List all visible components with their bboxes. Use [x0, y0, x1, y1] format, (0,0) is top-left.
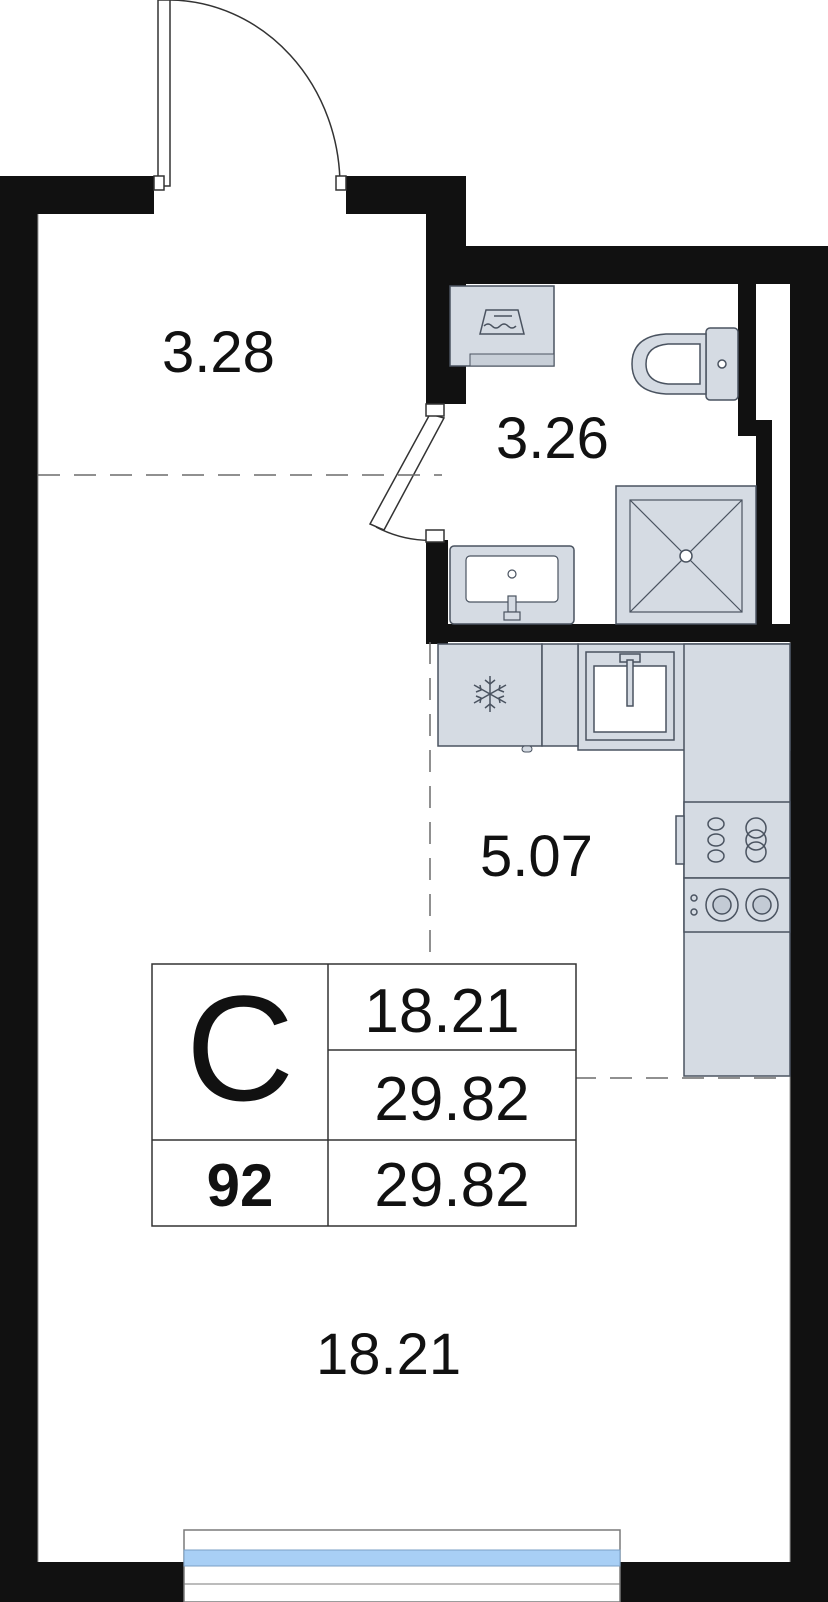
bathroom-door: [368, 403, 446, 543]
area-label-living: 18.21: [316, 1322, 461, 1387]
stove: [675, 801, 791, 933]
bathroom-door-leaf: [368, 413, 446, 531]
total-area-balcony-value: 29.82: [374, 1151, 529, 1220]
shower-drain-icon: [679, 549, 693, 563]
wall-bottom-left: [0, 1562, 188, 1602]
area-label-hallway: 3.28: [162, 320, 275, 385]
fridge: [437, 643, 579, 753]
wall-top-left: [0, 176, 154, 214]
snowflake-icon: [473, 676, 507, 712]
entry-door-jamb-right: [335, 175, 347, 191]
bathroom-sink: [449, 545, 575, 625]
living-area-value: 18.21: [364, 977, 519, 1046]
area-label-bathroom: 3.26: [496, 406, 609, 471]
zone-lines: [38, 474, 790, 1079]
entry-door-jamb-left: [153, 175, 165, 191]
summary-table: С 92 18.21 29.82 29.82: [151, 963, 577, 1227]
wall-bath-inner-right: [738, 284, 756, 436]
apartment-number: 92: [207, 1152, 274, 1219]
window-glass: [183, 1549, 621, 1567]
walls: [0, 176, 828, 1602]
wall-bottom-right: [616, 1562, 828, 1602]
wall-left: [0, 176, 38, 1602]
entry-door: [153, 0, 347, 191]
apartment-type: С: [186, 964, 294, 1132]
washing-machine-icon: [479, 309, 525, 335]
entry-door-swing: [169, 0, 341, 187]
kitchen-sink: [585, 651, 675, 741]
toilet: [631, 327, 739, 401]
total-area-value: 29.82: [374, 1065, 529, 1134]
shower-tray: [615, 485, 757, 625]
wall-bath-bottom: [426, 624, 790, 642]
washing-machine: [449, 285, 555, 367]
wall-right: [790, 246, 828, 1602]
window-bottom: [183, 1529, 621, 1602]
entry-door-leaf: [157, 0, 171, 187]
area-label-kitchen: 5.07: [480, 824, 593, 889]
stove-icon: [690, 817, 779, 922]
wall-bath-top: [426, 246, 828, 284]
wall-bath-inner-right-lower: [756, 420, 772, 624]
wall-hall-bath-lower: [426, 540, 448, 644]
